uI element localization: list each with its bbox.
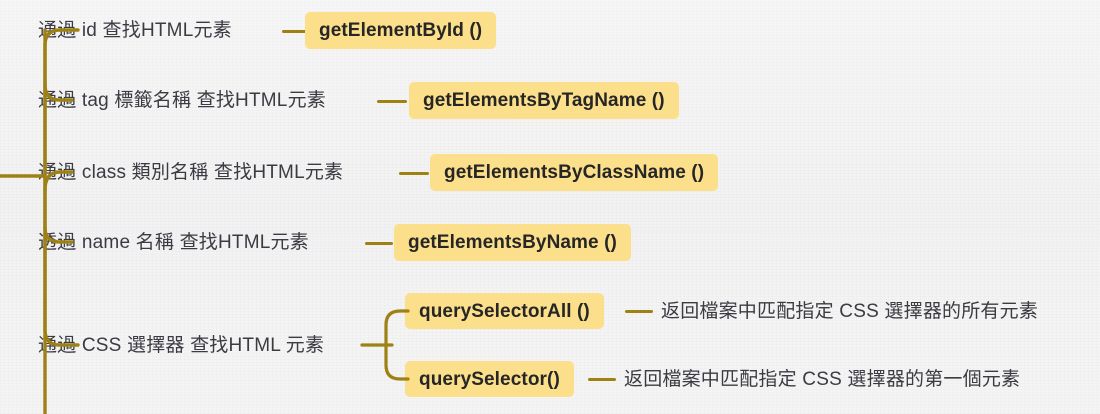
method-chip-query-selector[interactable]: querySelector() xyxy=(405,361,574,397)
branch-label-by-name: 透過 name 名稱 查找HTML元素 xyxy=(38,232,309,253)
connector-query-selector-all xyxy=(625,310,653,313)
method-chip-get-element-by-id[interactable]: getElementById () xyxy=(305,12,497,49)
connector-by-name xyxy=(365,242,393,245)
connector-query-selector xyxy=(588,378,616,381)
connector-by-tag xyxy=(377,100,407,103)
connector-by-class xyxy=(399,172,429,175)
connector-by-id xyxy=(282,30,310,33)
method-chip-get-elements-by-name[interactable]: getElementsByName () xyxy=(394,224,631,261)
method-chip-get-elements-by-class-name[interactable]: getElementsByClassName () xyxy=(430,154,719,191)
method-chip-query-selector-all[interactable]: querySelectorAll () xyxy=(405,293,604,329)
method-chip-get-elements-by-tag-name[interactable]: getElementsByTagName () xyxy=(409,82,679,119)
description-query-selector: 返回檔案中匹配指定 CSS 選擇器的第一個元素 xyxy=(624,369,1021,390)
branch-label-by-tag: 通過 tag 標籤名稱 查找HTML元素 xyxy=(38,90,326,111)
branch-label-by-class: 通過 class 類別名稱 查找HTML元素 xyxy=(38,162,344,183)
branch-label-by-id: 通過 id 查找HTML元素 xyxy=(38,20,232,41)
description-query-selector-all: 返回檔案中匹配指定 CSS 選擇器的所有元素 xyxy=(661,301,1039,322)
branch-label-by-css: 通過 CSS 選擇器 查找HTML 元素 xyxy=(38,335,325,356)
